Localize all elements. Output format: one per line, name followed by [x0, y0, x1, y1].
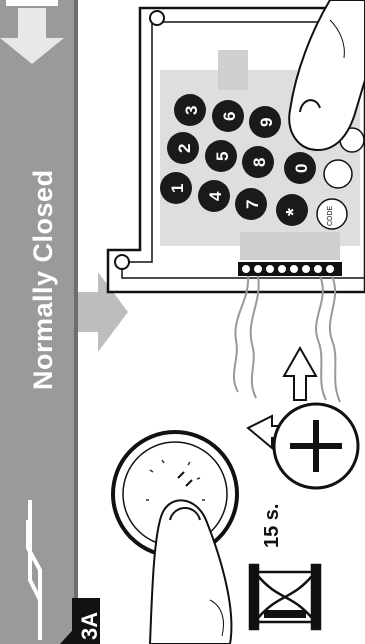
banner-title: Normally Closed: [28, 169, 58, 390]
key-code[interactable]: CODE: [317, 199, 347, 229]
mount-hole-top: [150, 11, 164, 25]
key-3[interactable]: 3: [174, 94, 206, 126]
key-2-label: 2: [175, 144, 194, 153]
timer-label: 15 s.: [261, 504, 283, 548]
hourglass-icon: [250, 565, 320, 629]
key-0-label: 0: [292, 164, 311, 173]
key-2[interactable]: 2: [167, 132, 199, 164]
key-3-label: 3: [182, 106, 201, 115]
plus-icon: [274, 404, 358, 488]
banner: Normally Closed: [0, 0, 78, 644]
key-8[interactable]: 8: [242, 146, 274, 178]
key-9-label: 9: [257, 118, 276, 127]
key-star[interactable]: *: [276, 194, 308, 226]
small-display: [218, 50, 248, 90]
key-7-label: 7: [243, 200, 262, 209]
wires: [234, 276, 340, 402]
key-9[interactable]: 9: [249, 106, 281, 138]
key-4[interactable]: 4: [198, 180, 230, 212]
step-badge-label: 3A: [77, 612, 102, 640]
key-bell[interactable]: [324, 160, 352, 188]
key-1[interactable]: 1: [160, 172, 192, 204]
key-0[interactable]: 0: [284, 152, 316, 184]
key-5-label: 5: [213, 152, 232, 161]
key-1-label: 1: [168, 184, 187, 193]
key-6[interactable]: 6: [212, 100, 244, 132]
key-star-label: *: [283, 208, 305, 216]
key-7[interactable]: 7: [235, 188, 267, 220]
key-code-label: CODE: [327, 205, 334, 226]
mount-hole-bottom: [115, 255, 129, 269]
key-5[interactable]: 5: [205, 140, 237, 172]
key-8-label: 8: [250, 158, 269, 167]
key-6-label: 6: [220, 112, 239, 121]
key-4-label: 4: [206, 191, 225, 201]
terminal-block-icon: [238, 232, 342, 276]
banner-edge: [74, 0, 78, 644]
